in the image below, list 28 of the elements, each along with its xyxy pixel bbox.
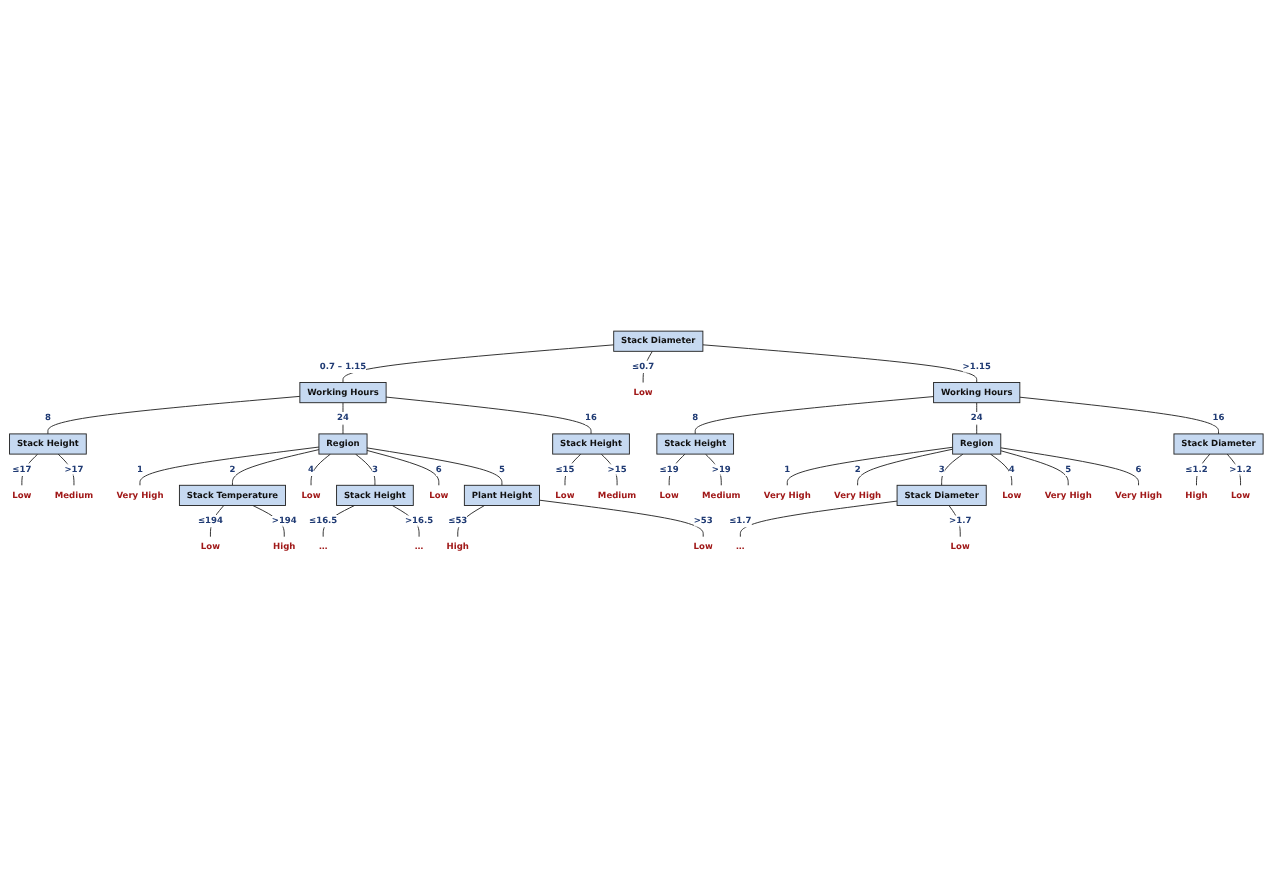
- connector: [366, 450, 440, 486]
- connector: [990, 453, 1013, 486]
- connector: [355, 453, 376, 486]
- connector: [342, 344, 615, 383]
- connector: [139, 446, 320, 486]
- connector: [786, 446, 954, 486]
- connector: [47, 395, 301, 435]
- connector: [1196, 453, 1211, 486]
- connector: [702, 344, 978, 383]
- connector: [232, 449, 320, 486]
- connector: [1019, 396, 1219, 435]
- connector: [310, 453, 331, 486]
- connector: [705, 453, 722, 486]
- connector: [739, 500, 898, 538]
- connector: [1226, 453, 1241, 486]
- connector: [857, 448, 954, 486]
- connector: [941, 453, 964, 486]
- connector: [252, 505, 285, 538]
- connector: [694, 396, 935, 435]
- connector: [385, 396, 592, 435]
- connector: [976, 402, 978, 435]
- connector: [366, 447, 503, 486]
- connector: [1000, 450, 1069, 486]
- connector: [539, 499, 704, 538]
- connector: [600, 453, 618, 486]
- connector: [391, 505, 420, 538]
- connector: [948, 505, 961, 538]
- connector: [1000, 447, 1139, 486]
